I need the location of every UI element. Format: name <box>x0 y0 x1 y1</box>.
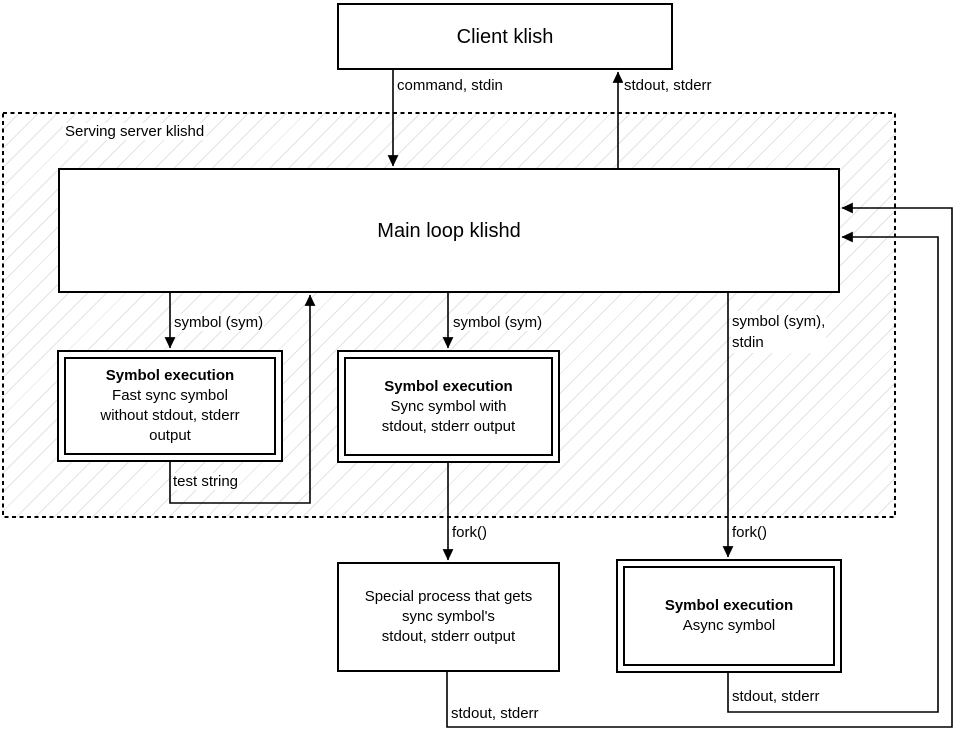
async-symbol-node: Symbol execution Async symbol <box>616 559 842 673</box>
sync-symbol-title: Symbol execution <box>384 377 513 395</box>
server-group-label: Serving server klishd <box>63 123 207 140</box>
label-symbol-sym-stdin-right-line1: symbol (sym), <box>732 313 826 330</box>
label-stdout-stderr-async: stdout, stderr <box>731 688 821 705</box>
main-loop-title: Main loop klishd <box>377 219 521 242</box>
main-loop-node: Main loop klishd <box>58 168 840 293</box>
label-test-string: test string <box>172 473 240 490</box>
client-klish-title: Client klish <box>456 25 554 48</box>
label-stdout-stderr-top: stdout, stderr <box>623 77 713 94</box>
label-symbol-sym-stdin-right: symbol (sym), stdin <box>731 311 827 353</box>
label-symbol-sym-left: symbol (sym) <box>173 314 265 331</box>
label-symbol-sym-mid: symbol (sym) <box>452 314 544 331</box>
special-process-line: Special process that gets <box>364 588 533 605</box>
async-symbol-title: Symbol execution <box>664 597 794 614</box>
fast-sync-symbol-node: Symbol execution Fast sync symbol withou… <box>57 350 283 462</box>
special-process-line: sync symbol's <box>402 608 495 625</box>
label-symbol-sym-stdin-right-line2: stdin <box>732 334 764 351</box>
special-process-line: stdout, stderr output <box>381 628 516 645</box>
client-klish-node: Client klish <box>337 3 673 70</box>
async-symbol-line: Async symbol <box>682 617 776 634</box>
special-process-node: Special process that gets sync symbol's … <box>337 562 560 672</box>
fast-sync-symbol-line: output <box>149 427 191 444</box>
sync-symbol-line: stdout, stderr output <box>381 417 516 435</box>
fast-sync-symbol-title: Symbol execution <box>105 367 235 384</box>
fast-sync-symbol-line: without stdout, stderr <box>100 407 240 424</box>
label-stdout-stderr-special: stdout, stderr <box>450 705 540 722</box>
label-command-stdin: command, stdin <box>396 77 504 94</box>
label-fork-mid: fork() <box>451 524 488 541</box>
label-fork-right: fork() <box>731 524 768 541</box>
sync-symbol-node: Symbol execution Sync symbol with stdout… <box>337 350 560 463</box>
fast-sync-symbol-line: Fast sync symbol <box>112 387 228 404</box>
sync-symbol-inner-border: Symbol execution Sync symbol with stdout… <box>344 357 553 456</box>
fast-sync-symbol-inner-border: Symbol execution Fast sync symbol withou… <box>64 357 276 455</box>
sync-symbol-line: Sync symbol with <box>390 397 507 415</box>
async-symbol-inner-border: Symbol execution Async symbol <box>623 566 835 666</box>
